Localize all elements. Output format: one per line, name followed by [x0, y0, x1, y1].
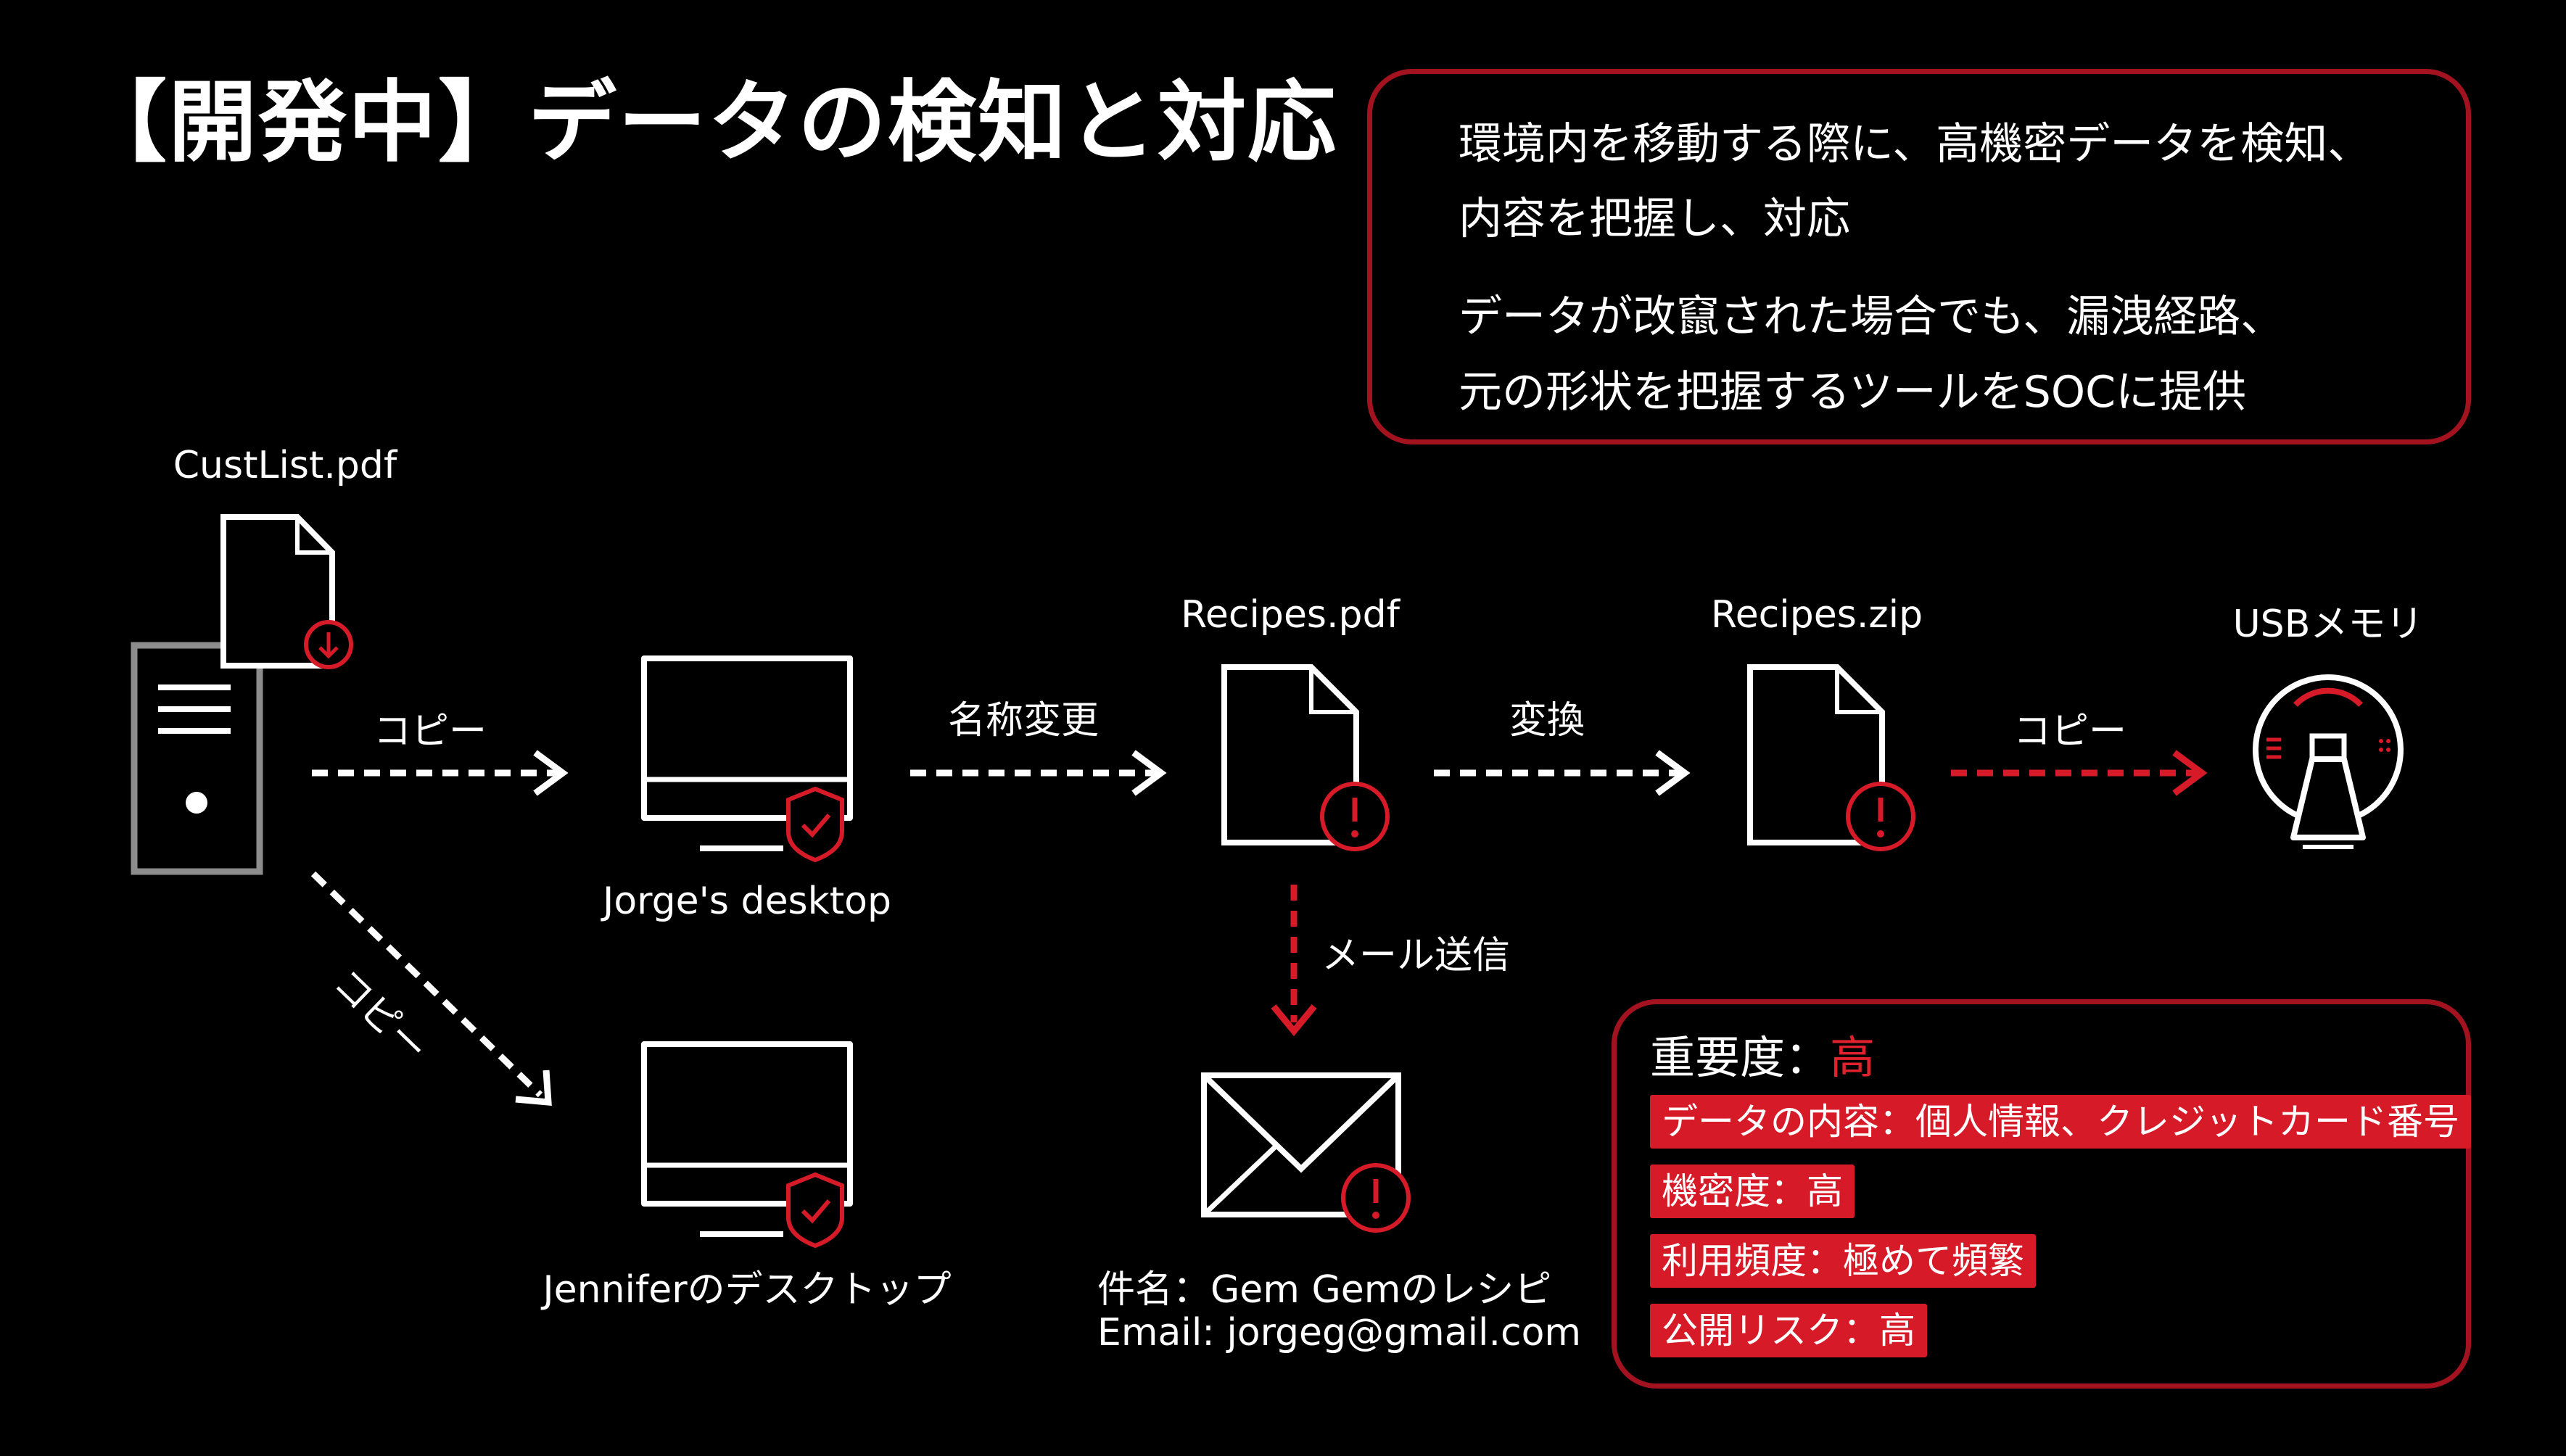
document-icon: [1221, 664, 1359, 845]
arrow-copy-1: [312, 750, 569, 796]
arrow-rename: [910, 750, 1167, 796]
severity-box: [1612, 999, 2471, 1389]
severity-label: 重要度：: [1650, 1031, 1831, 1084]
edge-send-mail-label: メール送信: [1321, 934, 1511, 977]
arrow-send-mail: [1271, 885, 1317, 1037]
alert-icon: [1320, 782, 1390, 851]
jorge-desktop-label: Jorge's desktop: [603, 880, 891, 923]
severity-value: 高: [1830, 1031, 1876, 1084]
info-line-3: データが改竄された場合でも、漏洩経路、: [1459, 291, 2285, 342]
severity-tag: 機密度：高: [1650, 1165, 1855, 1218]
info-line-1: 環境内を移動する際に、高機密データを検知、: [1459, 119, 2372, 170]
usb-label: USBメモリ: [2232, 603, 2424, 646]
server-icon: [131, 642, 263, 875]
recipes-pdf-label: Recipes.pdf: [1181, 593, 1400, 637]
severity-tag: 利用頻度：極めて頻繁: [1650, 1234, 2036, 1288]
arrow-copy-2: [310, 871, 552, 1106]
edge-copy-usb-label: コピー: [2013, 710, 2127, 753]
download-icon: [304, 620, 353, 669]
shield-check-icon: [786, 1172, 844, 1249]
monitor-icon: [641, 655, 853, 851]
monitor-icon: [641, 1041, 853, 1237]
page-title: 【開発中】データの検知と対応: [78, 71, 1337, 174]
document-icon: [220, 514, 335, 669]
jennifer-desktop-label: Jenniferのデスクトップ: [543, 1268, 952, 1312]
email-address: Email: jorgeg@gmail.com: [1097, 1311, 1582, 1354]
info-line-2: 内容を把握し、対応: [1459, 194, 1850, 244]
severity-tag: 公開リスク：高: [1650, 1304, 1927, 1357]
severity-title: 重要度：高: [1650, 1021, 1875, 1086]
alert-icon: [1341, 1163, 1411, 1233]
edge-copy-label: コピー: [373, 710, 487, 753]
source-file-label: CustList.pdf: [173, 444, 397, 487]
document-icon: [1747, 664, 1885, 845]
alert-icon: [1846, 782, 1915, 851]
recipes-zip-label: Recipes.zip: [1710, 593, 1923, 637]
severity-tag: データの内容：個人情報、クレジットカード番号: [1650, 1095, 2471, 1149]
arrow-convert: [1434, 750, 1691, 796]
info-box: [1367, 69, 2471, 444]
info-line-4: 元の形状を把握するツールをSOCに提供: [1459, 367, 2247, 418]
edge-rename-label: 名称変更: [947, 699, 1100, 743]
usb-drive-icon: [2253, 674, 2404, 849]
email-subject: 件名：Gem Gemのレシピ: [1097, 1268, 1552, 1312]
envelope-icon: [1201, 1072, 1401, 1217]
edge-convert-label: 変換: [1509, 699, 1585, 743]
arrow-copy-usb: [1951, 750, 2208, 796]
shield-check-icon: [786, 786, 844, 863]
